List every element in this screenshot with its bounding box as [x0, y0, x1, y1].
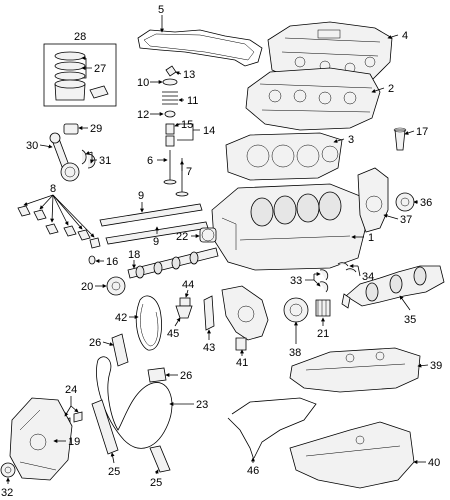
dowel-plug: [393, 127, 407, 151]
callout-35: 35: [404, 314, 416, 326]
callout-31: 31: [99, 155, 111, 167]
sensor: [175, 297, 193, 319]
callout-44: 44: [182, 279, 194, 291]
oil-pump: [221, 285, 269, 351]
oil-pan-upper: [289, 347, 421, 393]
valve-cover-gasket: [137, 29, 263, 67]
camshaft-sprocket: [106, 276, 126, 296]
callout-1: 1: [368, 232, 374, 244]
callout-24: 24: [65, 384, 77, 396]
callout-40: 40: [428, 457, 440, 469]
crankshaft: [341, 265, 445, 309]
callout-45: 45: [167, 328, 179, 340]
timing-chain-lower: [96, 356, 173, 449]
callout-46: 46: [247, 465, 259, 477]
callout-19: 19: [68, 436, 80, 448]
callout-43: 43: [203, 342, 215, 354]
callout-5: 5: [158, 4, 164, 16]
callout-26-upper: 26: [89, 337, 101, 349]
callout-numbers: 1 2 3 4 5 6 7 8 9 9 10 11 12 13 14 15 16…: [1, 4, 442, 499]
callout-8: 8: [50, 183, 56, 195]
piston-rings-box: [43, 43, 117, 107]
callout-15: 15: [181, 119, 193, 131]
callout-9-upper: 9: [138, 190, 144, 202]
callout-36: 36: [420, 197, 432, 209]
callout-22: 22: [176, 231, 188, 243]
callout-13: 13: [183, 69, 195, 81]
callout-17: 17: [416, 126, 428, 138]
callout-29: 29: [90, 123, 102, 135]
valve-cover: [267, 21, 393, 83]
rocker-arms: [17, 205, 101, 249]
timing-cover-front: [9, 397, 73, 481]
callout-6: 6: [147, 155, 153, 167]
piston-pin: [63, 123, 79, 135]
callout-12: 12: [137, 109, 149, 121]
callout-25-left: 25: [108, 466, 120, 478]
valve-keeper-clip: [88, 255, 96, 265]
chain-guides: [91, 399, 171, 473]
callout-26-lower: 26: [180, 370, 192, 382]
callout-32: 32: [1, 487, 13, 499]
callout-38: 38: [289, 347, 301, 359]
callout-25-right: 25: [150, 477, 162, 489]
valves: [163, 150, 189, 197]
callout-39: 39: [430, 360, 442, 372]
head-gasket: [225, 132, 343, 181]
thrust-bearings: [319, 262, 357, 293]
callout-10: 10: [137, 77, 149, 89]
callout-20: 20: [81, 281, 93, 293]
callout-2: 2: [388, 83, 394, 95]
chain-tensioner-rail: [111, 333, 167, 383]
oil-dipstick-tube: [227, 397, 317, 461]
cylinder-head: [245, 67, 381, 131]
callout-30: 30: [26, 140, 38, 152]
callout-21: 21: [317, 328, 329, 340]
callout-33: 33: [290, 275, 302, 287]
camshaft-adjuster: [199, 227, 217, 243]
callout-14: 14: [203, 125, 215, 137]
chain-guide-upper: [203, 295, 215, 331]
connecting-rod: [49, 132, 80, 182]
engine-block: [211, 183, 366, 271]
callout-7: 7: [186, 166, 192, 178]
front-crank-seal: [0, 462, 16, 478]
rod-bearings: [81, 149, 96, 169]
callout-4: 4: [402, 30, 408, 42]
callout-34: 34: [362, 271, 374, 283]
oil-pan-lower: [289, 421, 415, 489]
callout-37: 37: [400, 214, 412, 226]
callout-42: 42: [115, 312, 127, 324]
callout-27: 27: [94, 63, 106, 75]
callout-18: 18: [128, 249, 140, 261]
callout-3: 3: [348, 134, 354, 146]
callout-28: 28: [74, 31, 86, 43]
callout-41: 41: [236, 357, 248, 369]
leader-lines: [6, 15, 429, 484]
callout-16: 16: [106, 256, 118, 268]
callout-11: 11: [187, 95, 198, 107]
callout-23: 23: [196, 399, 208, 411]
callout-9-lower: 9: [153, 236, 159, 248]
timing-cover-upper: [357, 167, 389, 233]
crankshaft-seal-front: [395, 192, 415, 212]
harmonic-balancer: [283, 297, 309, 323]
crankshaft-sprocket: [315, 299, 331, 317]
valve-spring-assembly: [162, 65, 178, 147]
camshaft: [127, 247, 219, 279]
timing-chain-upper: [135, 295, 162, 351]
